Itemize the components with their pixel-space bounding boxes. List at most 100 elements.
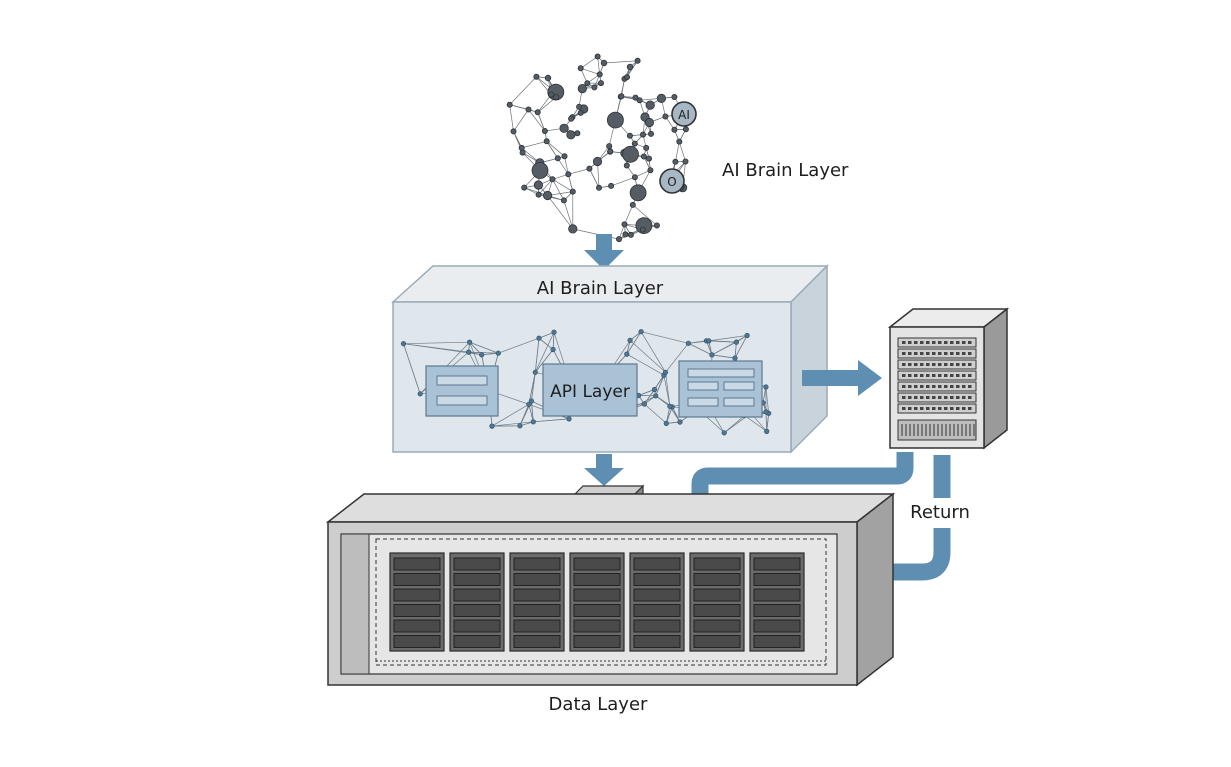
- brain-node: [542, 190, 553, 201]
- box-edge: [665, 406, 671, 424]
- box-node: [651, 386, 658, 393]
- brain-edge: [580, 67, 600, 75]
- brain-node: [606, 143, 613, 150]
- brain-node: [622, 231, 629, 238]
- server-vent: [932, 352, 936, 355]
- server-vent: [932, 341, 936, 344]
- data-rack-drive: [513, 604, 561, 617]
- brain-edge: [675, 141, 680, 162]
- brain-node: [553, 94, 560, 101]
- server-vent: [944, 385, 948, 388]
- box-edge: [744, 415, 767, 432]
- arrow-layer-to-server: [802, 360, 882, 396]
- brain-edge: [528, 109, 546, 132]
- brain-node: [676, 138, 683, 145]
- brain-network-nodes: [506, 53, 689, 243]
- server-vent: [956, 363, 960, 366]
- server-vent: [950, 385, 954, 388]
- server-unit: [897, 381, 977, 392]
- server-vent: [920, 341, 924, 344]
- brain-edge: [546, 141, 565, 157]
- brain-node: [543, 138, 550, 145]
- server-vent: [914, 341, 918, 344]
- left-module: [425, 365, 499, 417]
- brain-edge: [603, 60, 638, 64]
- brain-node: [622, 145, 639, 163]
- box-node: [638, 329, 644, 335]
- server-vent: [914, 385, 918, 388]
- server-vent: [950, 341, 954, 344]
- data-rack-drive: [753, 604, 801, 617]
- box-node: [732, 355, 738, 361]
- server-vent: [968, 396, 972, 399]
- box-node: [763, 409, 769, 415]
- switch-top: [573, 485, 645, 495]
- data-rack-drive: [453, 557, 501, 571]
- brain-edge: [509, 76, 537, 105]
- server-vent: [944, 396, 948, 399]
- brain-edge: [546, 141, 559, 159]
- brain-node: [576, 103, 583, 110]
- server-vent: [932, 363, 936, 366]
- server-vent: [950, 363, 954, 366]
- box-node: [662, 369, 669, 375]
- data-rack-drive: [633, 588, 681, 602]
- server-vent: [950, 396, 954, 399]
- brain-node: [559, 123, 569, 133]
- box-edge: [629, 340, 666, 373]
- data-rack-drive: [633, 557, 681, 571]
- box-edge: [734, 342, 737, 359]
- server-vent: [938, 407, 942, 410]
- brain-node: [533, 73, 540, 80]
- data-rack-drive: [453, 604, 501, 617]
- brain-node: [627, 231, 634, 238]
- server-unit: [897, 403, 977, 414]
- box-edge: [491, 403, 530, 427]
- server-vent: [938, 385, 942, 388]
- brain-node: [618, 93, 625, 100]
- data-rack-drive: [633, 619, 681, 633]
- box-edge: [734, 335, 748, 359]
- data-rack-drive: [573, 604, 621, 617]
- server-side: [983, 307, 1008, 450]
- brain-node: [566, 130, 576, 140]
- box-node: [417, 391, 423, 397]
- box-node: [677, 419, 683, 425]
- box-node: [526, 401, 532, 407]
- box-edge: [655, 395, 671, 407]
- box-node: [764, 428, 770, 435]
- box-edge: [644, 389, 655, 405]
- box-edge: [644, 403, 667, 424]
- server-unit: [897, 392, 977, 403]
- server-vent: [944, 374, 948, 377]
- brain-network-edges: [509, 56, 687, 240]
- data-box-inner-wall: [340, 533, 370, 675]
- server-vent: [938, 396, 942, 399]
- data-rack-drive: [573, 557, 621, 571]
- box-node: [400, 341, 407, 347]
- left-module-slot: [436, 395, 488, 406]
- brain-node: [608, 182, 615, 189]
- box-edge: [640, 331, 666, 373]
- brain-edge: [632, 204, 658, 226]
- brain-edge: [564, 156, 569, 175]
- api-layer-label: API Layer: [550, 382, 630, 402]
- box-edge: [765, 411, 768, 432]
- box-edge: [528, 404, 534, 422]
- box-node: [551, 329, 557, 335]
- box-node: [530, 419, 536, 425]
- data-rack-drive: [453, 635, 501, 648]
- brain-edge: [537, 94, 552, 113]
- box-edge: [534, 332, 555, 373]
- brain-node: [640, 153, 647, 160]
- brain-layer-label: AI Brain Layer: [722, 160, 849, 181]
- right-module-slot: [687, 397, 719, 407]
- brain-edge: [572, 228, 620, 240]
- brain-node: [656, 93, 667, 104]
- data-rack-drive: [633, 604, 681, 617]
- server-vent: [968, 352, 972, 355]
- brain-node: [624, 74, 631, 81]
- brain-node: [506, 101, 513, 108]
- box-node: [479, 352, 485, 358]
- brain-node: [636, 97, 643, 104]
